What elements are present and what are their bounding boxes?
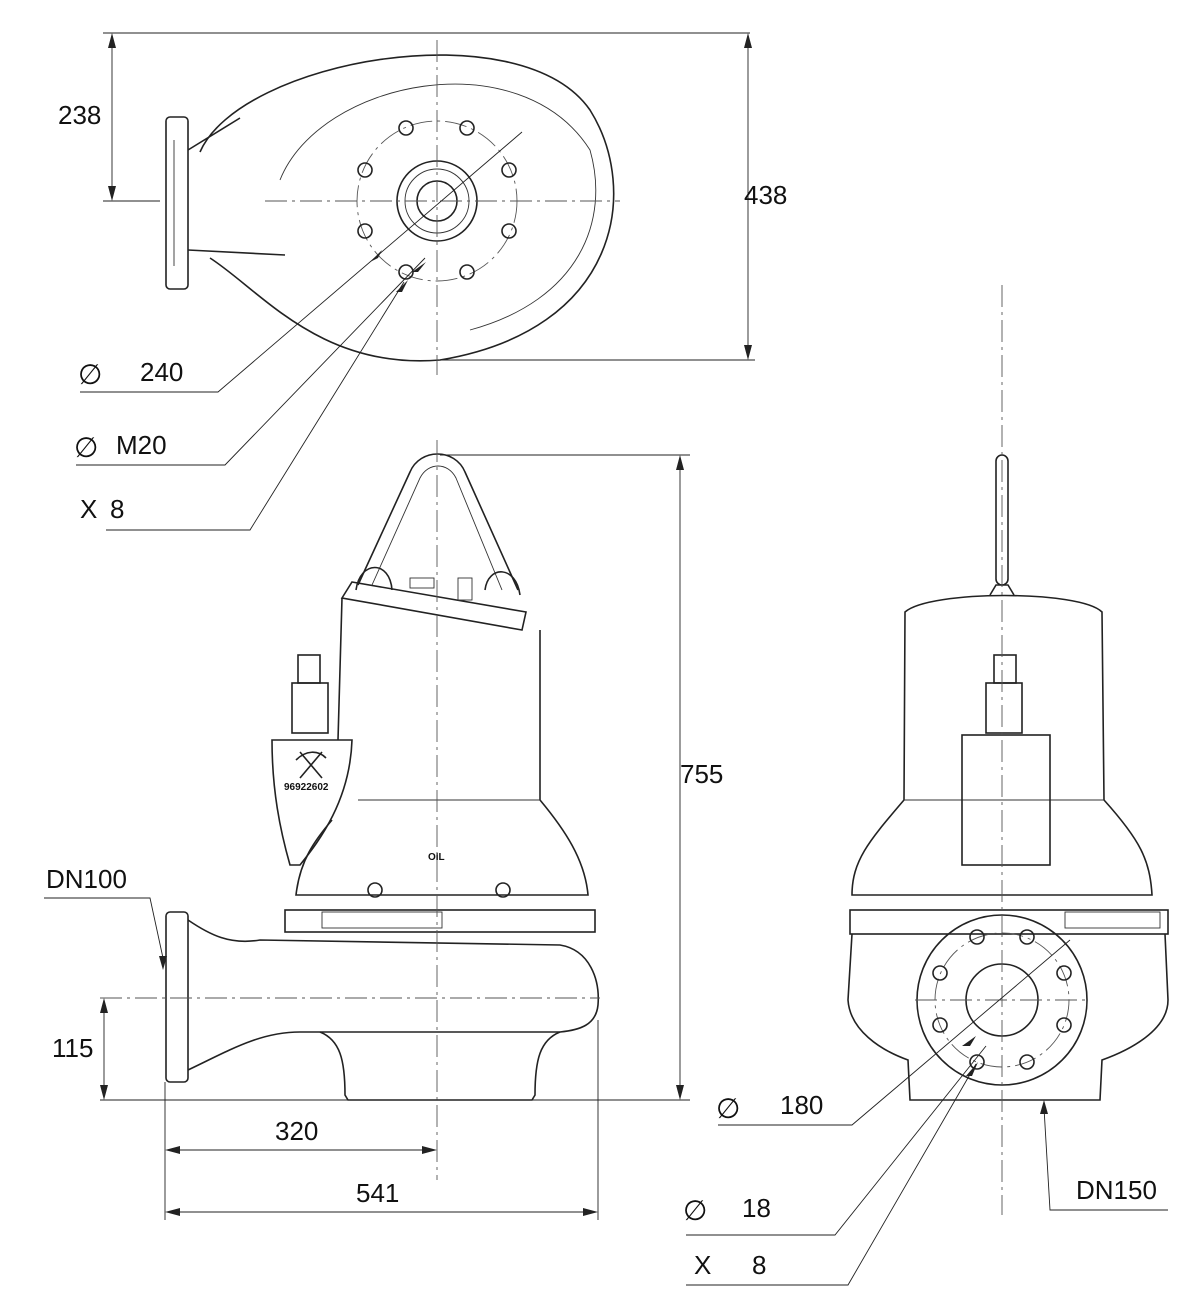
pump-casing	[187, 919, 600, 1071]
outlet-flange	[165, 911, 189, 1083]
dia-18-symbol: ∅	[683, 1194, 707, 1227]
count-8-label-front: 8	[752, 1250, 766, 1280]
flange-hole	[1019, 1054, 1035, 1070]
side-view: 96922602 OIL 755 DN100 115	[44, 440, 723, 1220]
flange-hole	[1056, 965, 1072, 981]
cable-entry	[297, 654, 321, 684]
top-view: 238 438 ∅ 240 ∅ M20 X 8	[58, 32, 787, 531]
dim-115-label: 115	[52, 1033, 93, 1063]
handle-bracket	[484, 571, 521, 596]
flange-hole	[932, 1017, 948, 1033]
bolt-hole	[398, 120, 414, 136]
flange-hole	[1019, 929, 1035, 945]
dim-438-label: 438	[744, 180, 787, 210]
dn100-label: DN100	[46, 864, 127, 894]
front-clamp-band	[849, 909, 1169, 935]
bolt-hole	[357, 223, 373, 239]
bolt-holes	[357, 120, 517, 280]
dim-238-label: 238	[58, 100, 101, 130]
brand-logo-icon	[295, 751, 327, 779]
dim-320-label: 320	[275, 1116, 318, 1146]
bolt	[367, 882, 383, 898]
bolt-hole	[501, 223, 517, 239]
flange-hole	[969, 929, 985, 945]
flange-hole	[932, 965, 948, 981]
count-x-symbol: X	[80, 494, 97, 524]
bolt-hole	[501, 162, 517, 178]
junction-box	[961, 734, 1051, 866]
outlet-neck	[187, 117, 286, 256]
volute-outline	[199, 54, 615, 362]
flange-hole	[1056, 1017, 1072, 1033]
count-x-symbol-front: X	[694, 1250, 711, 1280]
volute-inner	[279, 83, 597, 331]
top-plate	[340, 581, 527, 631]
motor-housing	[295, 597, 589, 896]
dia-18-label: 18	[742, 1193, 771, 1223]
plate-number: 96922602	[284, 782, 329, 793]
dn150-label: DN150	[1076, 1175, 1157, 1205]
flange-hole	[969, 1054, 985, 1070]
dim-755-label: 755	[680, 759, 723, 789]
front-casing	[847, 933, 1169, 1101]
dia-240-label: 240	[140, 357, 183, 387]
count-8-label: 8	[110, 494, 124, 524]
outlet-flange-top	[165, 116, 189, 290]
dia-m20-symbol: ∅	[74, 431, 98, 464]
clamp-band	[284, 909, 596, 933]
dia-240-symbol: ∅	[78, 358, 102, 391]
flange-holes	[932, 929, 1072, 1070]
lifting-handle	[357, 453, 519, 591]
handle-bracket	[355, 566, 393, 591]
motor-dome	[851, 594, 1153, 896]
dim-541-label: 541	[356, 1178, 399, 1208]
dia-180-label: 180	[780, 1090, 823, 1120]
nameplate-box	[271, 739, 353, 866]
dia-m20-label: M20	[116, 430, 167, 460]
bolt-hole	[459, 120, 475, 136]
dia-180-symbol: ∅	[716, 1092, 740, 1125]
oil-label: OIL	[428, 852, 445, 863]
front-view: ∅ 180 ∅ 18 X 8 DN150	[683, 285, 1169, 1286]
pump-base	[319, 1031, 561, 1101]
bolt	[495, 882, 511, 898]
bolt-hole	[459, 264, 475, 280]
bolt-hole	[357, 162, 373, 178]
